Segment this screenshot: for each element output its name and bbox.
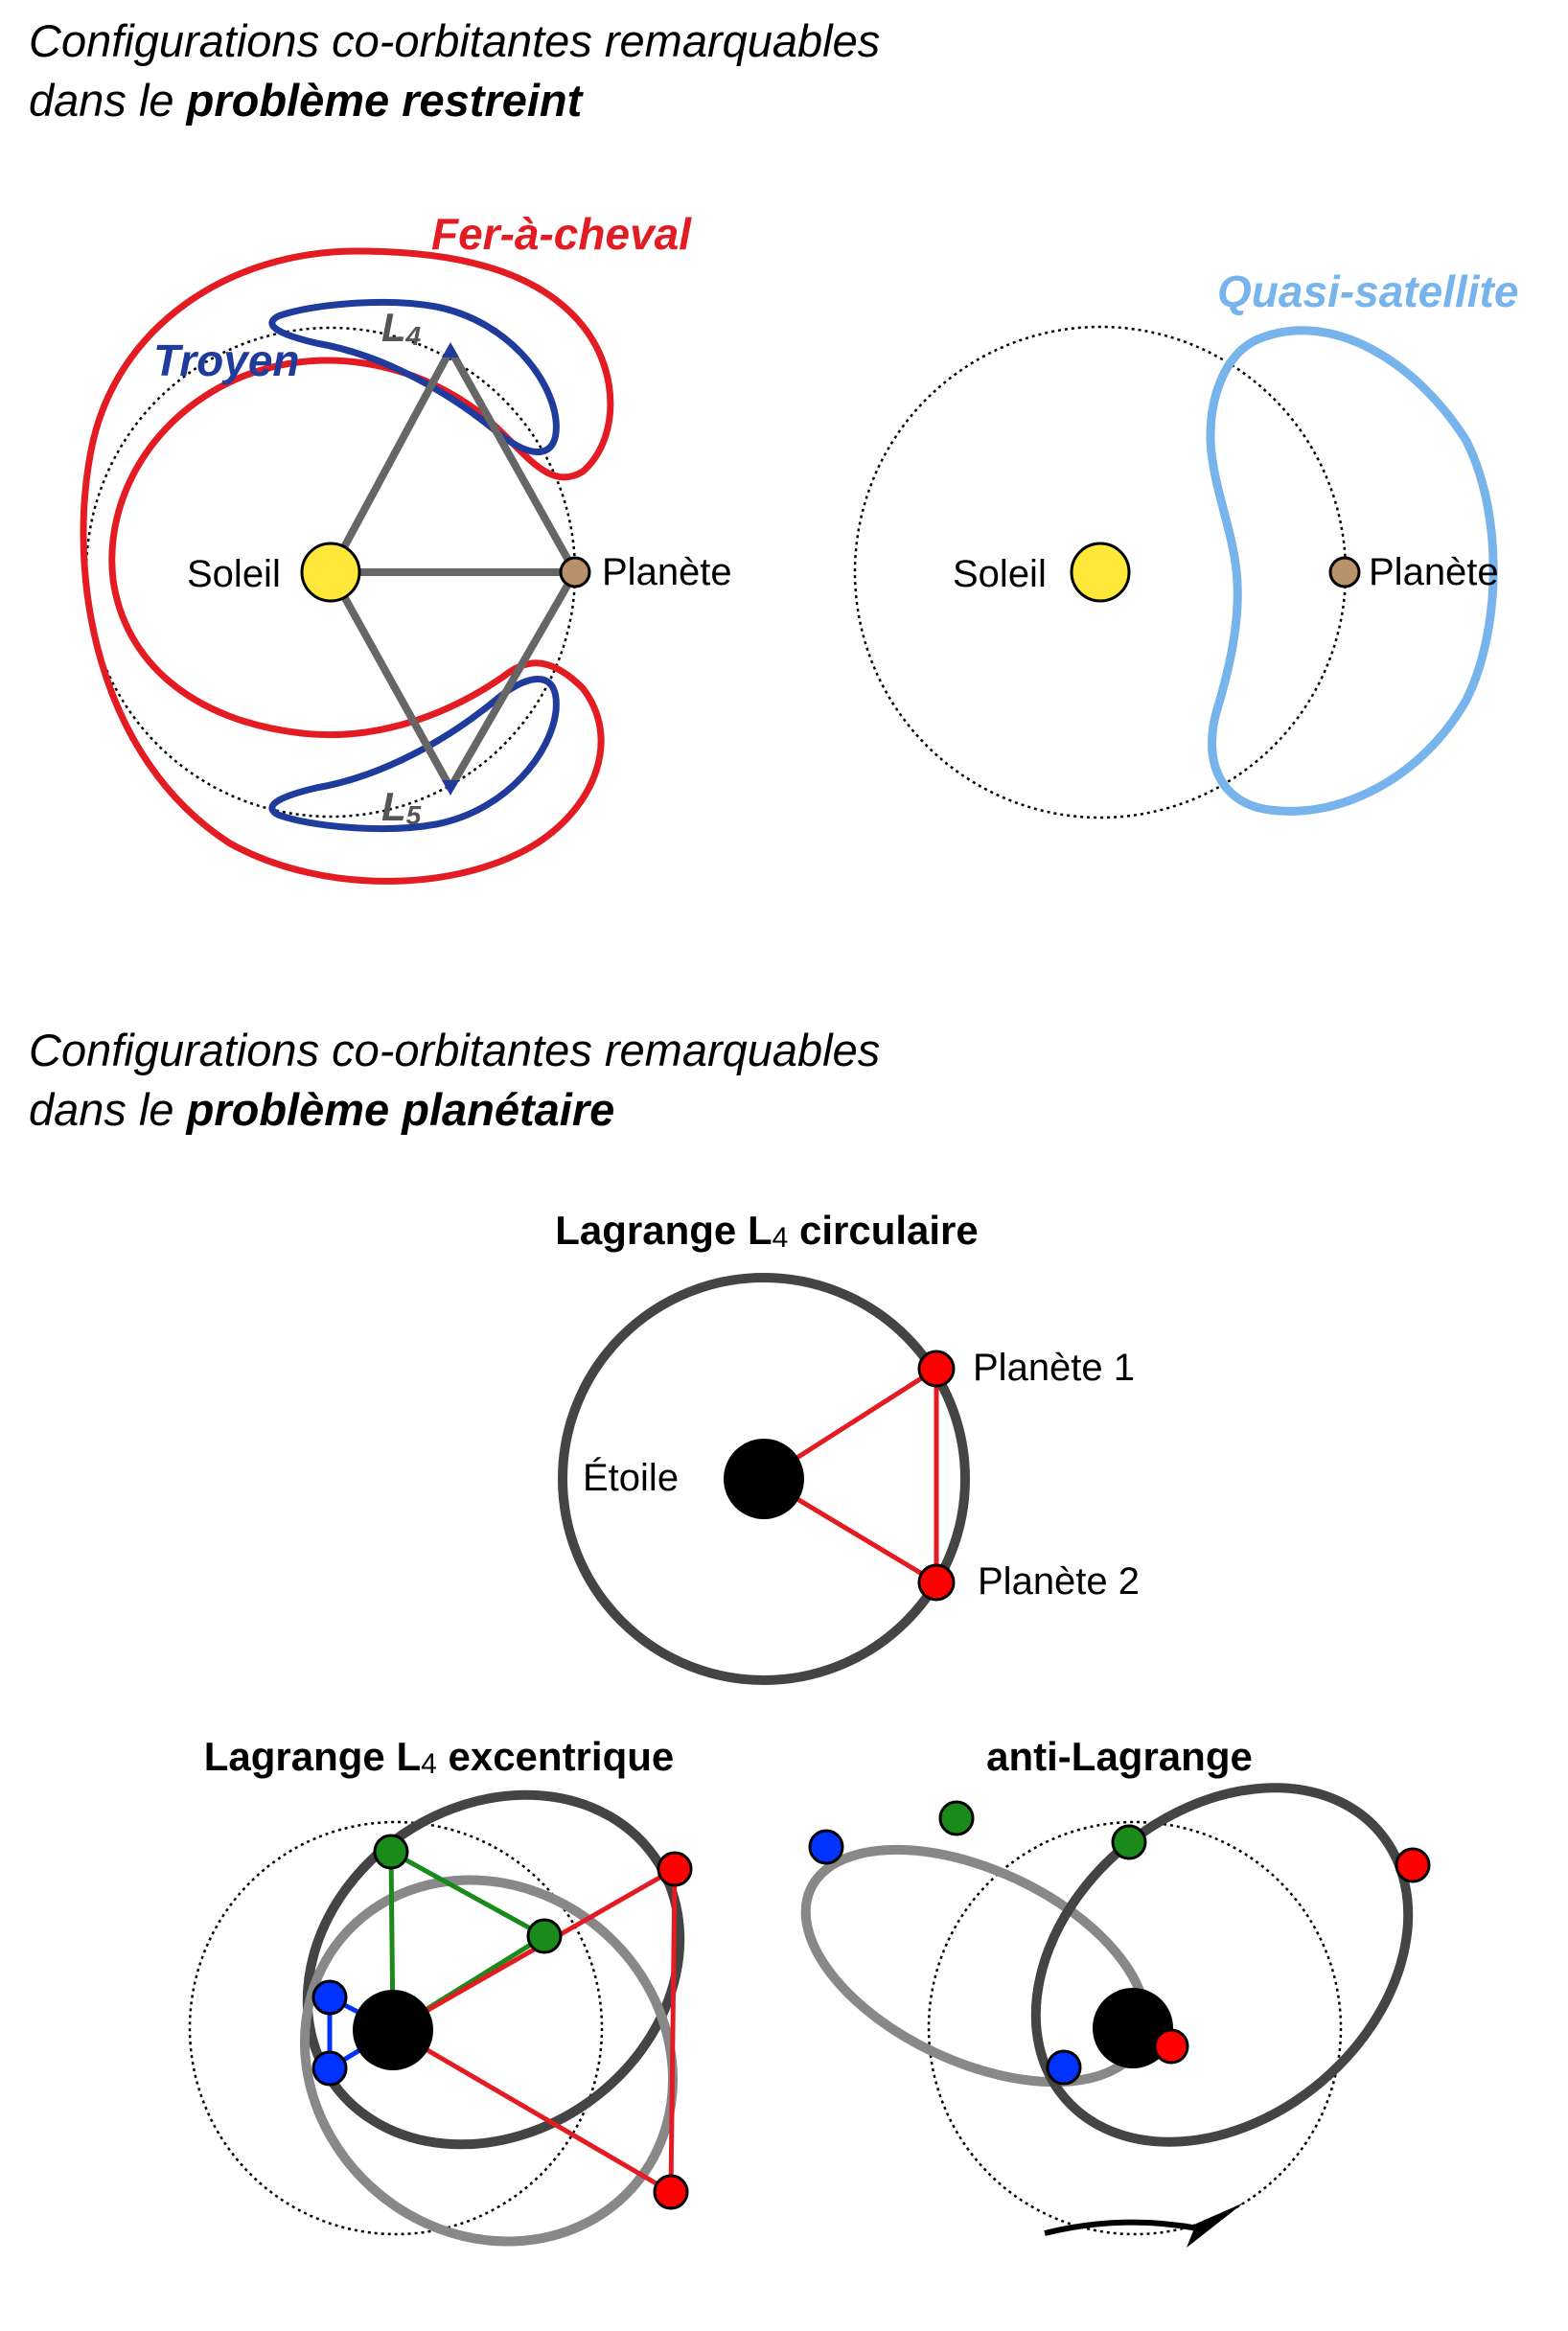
green-planet [1111,1824,1147,1860]
orbit-dark [1030,1783,1414,2147]
quasi-satellite-label: Quasi-satellite [1217,266,1518,316]
blue-planet [1046,2049,1082,2086]
circular-orbit [558,1273,970,1685]
heading-planetary-prefix: dans le [29,1084,187,1135]
blue-planet [808,1829,844,1865]
horseshoe-label: Fer-à-cheval [431,209,692,259]
heading-restricted-bold: problème restreint [186,75,583,126]
star-body [724,1439,804,1519]
circular-title-main: Lagrange L [555,1208,772,1253]
heading-restricted-line2: dans le problème restreint [29,71,880,130]
circular-title: Lagrange L4 circulaire [555,1208,979,1254]
triangle-line [327,570,454,790]
eccentric-title-main: Lagrange L [204,1734,421,1779]
l4-index: 4 [405,321,422,351]
reference-orbit-dotted [188,1820,604,2236]
sun-body [1070,542,1131,603]
green-triangle [388,1847,549,2035]
planet-body [1328,556,1361,589]
trojan-orbit-l4 [268,298,560,455]
quasi-satellite-orbit [1206,326,1498,816]
eccentric-title: Lagrange L4 excentrique [204,1734,675,1780]
triangle-line [447,569,579,791]
red-planet [653,2174,689,2210]
rotation-arrowhead-icon [1187,2203,1244,2248]
sun-label: Soleil [953,553,1047,595]
green-planet [938,1800,975,1836]
l4-marker-icon [442,342,459,358]
planet2-label: Planète 2 [978,1560,1140,1603]
trojan-label: Troyen [153,335,300,385]
restricted-left-panel: Fer-à-cheval Troyen L4 L5 Soleil Planète [80,209,732,885]
red-planet [1153,2028,1189,2065]
circular-title-rest: circulaire [788,1208,978,1253]
planetary-anti-lagrange-panel: anti-Lagrange [800,1734,1431,2248]
planet-label: Planète [602,551,732,593]
star-body [1093,1988,1173,2068]
orbit-light [300,1875,678,2247]
l5-letter: L [381,784,406,829]
circular-title-sub: 4 [772,1222,789,1254]
sun-label: Soleil [187,553,281,595]
l5-marker-icon [442,780,459,796]
heading-restricted: Configurations co-orbitantes remarquable… [29,12,880,130]
sun-body [300,542,361,603]
red-planet [1395,1847,1431,1883]
planet-label: Planète [1369,551,1499,593]
eccentric-title-sub: 4 [421,1748,437,1780]
green-planet [373,1834,409,1870]
anti-lagrange-title: anti-Lagrange [986,1734,1253,1779]
rotation-arrow-icon [1044,2219,1199,2236]
l5-label: L5 [381,784,422,830]
triangle-line [447,348,579,574]
heading-planetary-line1: Configurations co-orbitantes remarquable… [29,1025,881,1075]
planet1-label: Planète 1 [973,1347,1135,1389]
star-body [353,1990,433,2070]
star-label: Étoile [583,1456,679,1499]
red-planet [657,1851,693,1887]
restricted-right-panel: Quasi-satellite Soleil Planète [853,266,1518,819]
heading-restricted-prefix: dans le [29,75,187,126]
blue-planet [311,2050,348,2087]
planetary-circular-panel: Lagrange L4 circulaire Étoile Planète 1 … [555,1208,1140,1685]
lagrange-triangle-red [759,1364,939,1587]
planet-body [559,556,591,589]
heading-planetary: Configurations co-orbitantes remarquable… [29,1021,880,1140]
lagrange-triangle [327,348,579,791]
heading-planetary-line2: dans le problème planétaire [29,1080,880,1140]
planetary-eccentric-panel: Lagrange L4 excentrique [188,1734,693,2247]
eccentric-title-rest: excentrique [437,1734,674,1779]
l4-letter: L [381,305,406,350]
l5-index: 5 [406,800,422,830]
heading-planetary-bold: problème planétaire [186,1084,615,1135]
reference-orbit-dotted [927,1820,1343,2236]
blue-planet [311,1979,348,2016]
green-planet [526,1918,563,1954]
heading-restricted-line1: Configurations co-orbitantes remarquable… [29,15,881,66]
horseshoe-orbit [80,247,614,885]
planet1-body [917,1350,956,1388]
l4-label: L4 [381,305,422,351]
planet2-body [917,1563,956,1602]
triangle-line [327,348,454,574]
trojan-orbit-l5 [268,676,560,833]
